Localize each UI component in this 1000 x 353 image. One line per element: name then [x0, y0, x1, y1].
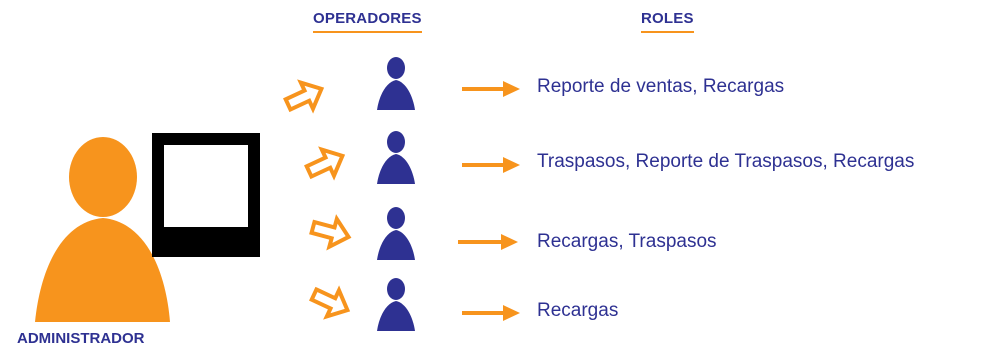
hollow-arrow-icon: [304, 146, 346, 181]
operator-person-icon: [377, 278, 415, 331]
hollow-arrow-icon: [309, 285, 351, 320]
admin-label: ADMINISTRADOR: [17, 330, 145, 347]
hollow-arrow-icon: [283, 79, 325, 114]
operator-person-icon: [377, 57, 415, 110]
operator-roles-text: Recargas, Traspasos: [537, 231, 717, 252]
hollow-arrow-icon: [309, 214, 352, 251]
operator-person-icon: [377, 131, 415, 184]
operator-person-icon: [377, 207, 415, 260]
computer-monitor-icon: [152, 133, 260, 257]
role-arrow-icon: [462, 157, 520, 173]
operator-roles-text: Traspasos, Reporte de Traspasos, Recarga…: [537, 151, 915, 172]
operator-roles-text: Reporte de ventas, Recargas: [537, 76, 785, 97]
operator-roles-text: Recargas: [537, 300, 619, 321]
admin-person-icon: [35, 137, 170, 322]
role-arrow-icon: [462, 81, 520, 97]
operadores-header: OPERADORES: [313, 10, 422, 33]
role-arrow-icon: [462, 305, 520, 321]
role-arrow-icon: [458, 234, 518, 250]
roles-header: ROLES: [641, 10, 694, 33]
